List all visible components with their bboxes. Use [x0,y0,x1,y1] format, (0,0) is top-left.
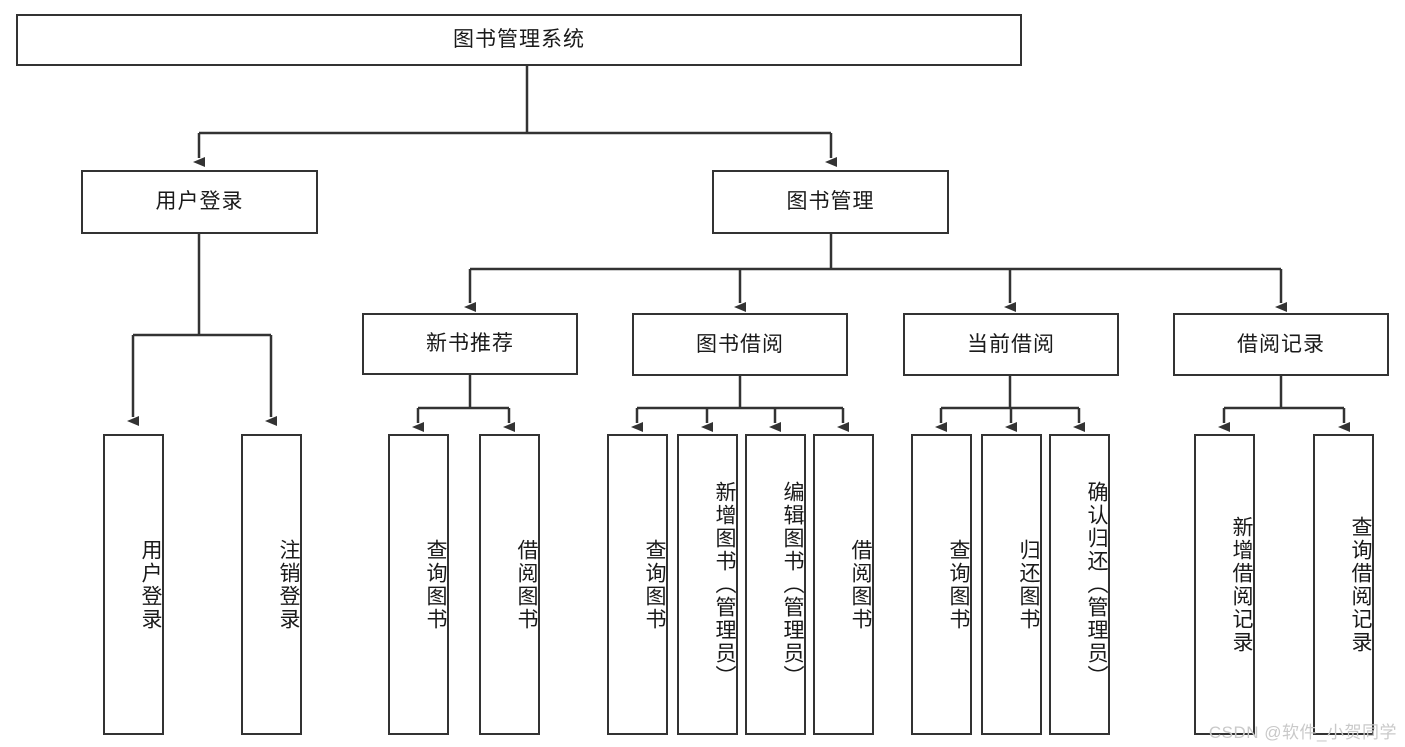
node-root[interactable]: 图书管理系统 [16,14,1022,66]
node-leaf-add-record-label: 新增借阅记录 [1230,515,1253,654]
node-leaf-query-record-label: 查询借阅记录 [1349,515,1372,654]
node-leaf-add-book[interactable]: 新增图书（管理员） [677,434,738,735]
node-leaf-query-book-3-label: 查询图书 [947,538,970,631]
node-borrow-record-label: 借阅记录 [1237,332,1325,356]
node-leaf-query-book-2[interactable]: 查询图书 [607,434,668,735]
node-new-book-recommend[interactable]: 新书推荐 [362,313,578,375]
node-current-borrow-label: 当前借阅 [967,332,1055,356]
node-leaf-add-record[interactable]: 新增借阅记录 [1194,434,1255,735]
node-leaf-query-book-1[interactable]: 查询图书 [388,434,449,735]
node-leaf-logout[interactable]: 注销登录 [241,434,302,735]
node-leaf-edit-book-label: 编辑图书（管理员） [781,481,804,688]
node-leaf-return-book-label: 归还图书 [1017,538,1040,631]
node-leaf-query-book-2-label: 查询图书 [643,538,666,631]
node-new-book-recommend-label: 新书推荐 [426,332,514,356]
edge-user-login-to-leaves [127,234,277,426]
node-leaf-query-book-1-label: 查询图书 [424,538,447,631]
node-leaf-confirm-return-label: 确认归还（管理员） [1085,481,1108,688]
node-leaf-query-record[interactable]: 查询借阅记录 [1313,434,1374,735]
node-user-login-label: 用户登录 [155,190,244,214]
node-leaf-borrow-book-2[interactable]: 借阅图书 [813,434,874,735]
node-leaf-query-book-3[interactable]: 查询图书 [911,434,972,735]
node-root-label: 图书管理系统 [453,28,585,52]
node-book-manage-label: 图书管理 [786,190,875,214]
edge-root-to-level1 [193,66,837,167]
node-leaf-borrow-book-2-label: 借阅图书 [849,538,872,631]
edge-borrow-record-to-leaves [1218,376,1350,432]
node-leaf-confirm-return[interactable]: 确认归还（管理员） [1049,434,1110,735]
edge-book-borrow-to-leaves [631,376,849,432]
node-current-borrow[interactable]: 当前借阅 [903,313,1119,376]
node-book-manage[interactable]: 图书管理 [712,170,949,234]
node-user-login[interactable]: 用户登录 [81,170,318,234]
node-leaf-borrow-book-1-label: 借阅图书 [515,538,538,631]
node-leaf-add-book-label: 新增图书（管理员） [713,481,736,688]
node-leaf-return-book[interactable]: 归还图书 [981,434,1042,735]
edge-book-manage-to-level2 [464,234,1287,312]
edge-new-book-recommend-to-leaves [412,375,515,432]
node-leaf-edit-book[interactable]: 编辑图书（管理员） [745,434,806,735]
node-leaf-logout-label: 注销登录 [277,538,300,631]
node-leaf-user-login[interactable]: 用户登录 [103,434,164,735]
edge-current-borrow-to-leaves [935,376,1085,432]
node-leaf-borrow-book-1[interactable]: 借阅图书 [479,434,540,735]
node-book-borrow[interactable]: 图书借阅 [632,313,848,376]
node-leaf-user-login-label: 用户登录 [139,538,162,631]
node-borrow-record[interactable]: 借阅记录 [1173,313,1389,376]
node-book-borrow-label: 图书借阅 [696,332,784,356]
